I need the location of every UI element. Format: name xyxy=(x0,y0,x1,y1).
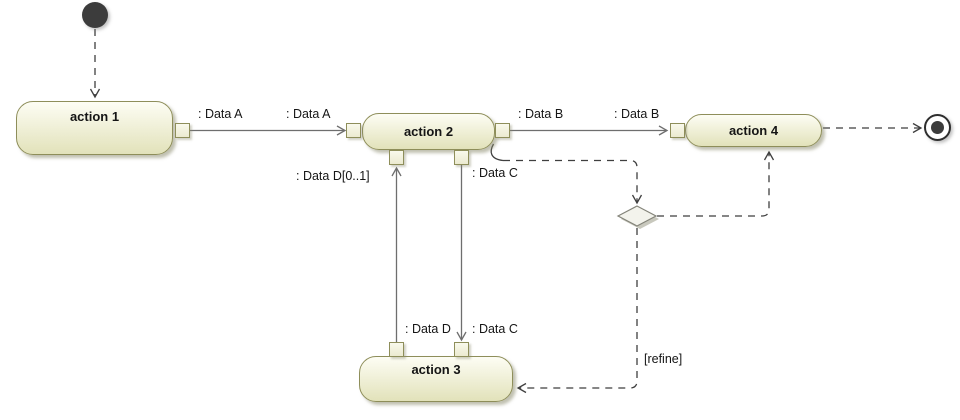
decision-node[interactable] xyxy=(616,205,659,229)
pin-action4-input[interactable] xyxy=(670,123,685,138)
edge-action4-to-final[interactable] xyxy=(823,122,923,134)
edge-action3-to-action2-dataD[interactable] xyxy=(391,166,402,342)
pin-action2-input[interactable] xyxy=(346,123,361,138)
activity-final-node[interactable] xyxy=(924,114,951,141)
action-1-label: action 1 xyxy=(69,109,120,124)
action-node-2[interactable]: action 2 xyxy=(362,113,495,150)
label-dataC-source: : Data C xyxy=(472,166,518,180)
label-dataD-target: : Data D[0..1] xyxy=(296,169,370,183)
action-4-label: action 4 xyxy=(728,123,779,138)
label-dataC-target: : Data C xyxy=(472,322,518,336)
pin-action2-output[interactable] xyxy=(495,123,510,138)
pin-action2-bottom-input[interactable] xyxy=(389,150,404,165)
label-dataA-target: : Data A xyxy=(286,107,331,121)
edge-action1-to-action2-dataA[interactable] xyxy=(190,125,347,136)
edge-action2-to-decision[interactable] xyxy=(490,143,643,205)
pin-action2-bottom-output[interactable] xyxy=(454,150,469,165)
action-2-label: action 2 xyxy=(403,124,454,139)
action-node-1[interactable]: action 1 xyxy=(16,101,173,155)
label-refine-guard: [refine] xyxy=(644,352,683,366)
action-node-3[interactable]: action 3 xyxy=(359,356,513,402)
label-dataA-source: : Data A xyxy=(198,107,243,121)
action-node-4[interactable]: action 4 xyxy=(685,114,822,147)
pin-action3-output[interactable] xyxy=(389,342,404,357)
edge-action2-to-action4-dataB[interactable] xyxy=(510,125,669,136)
pin-action3-input[interactable] xyxy=(454,342,469,357)
edge-decision-to-action3-refine[interactable] xyxy=(516,228,638,394)
initial-node[interactable] xyxy=(82,2,108,28)
edge-decision-to-action4[interactable] xyxy=(657,150,775,217)
label-dataB-source: : Data B xyxy=(518,107,564,121)
action-3-label: action 3 xyxy=(411,362,461,377)
label-dataB-target: : Data B xyxy=(614,107,660,121)
pin-action1-output[interactable] xyxy=(175,123,190,138)
label-dataD-source: : Data D xyxy=(405,322,451,336)
edge-action2-to-action3-dataC[interactable] xyxy=(456,165,467,342)
activity-final-inner-dot xyxy=(931,121,944,134)
edge-init-to-action1[interactable] xyxy=(89,29,101,99)
